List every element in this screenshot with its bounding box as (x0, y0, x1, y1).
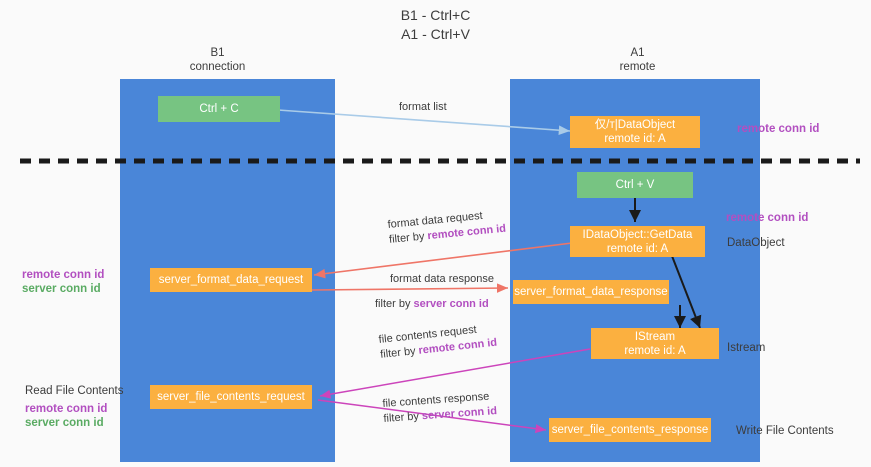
node-server-file-contents-response-label: server_file_contents_response (551, 424, 709, 436)
filter-key-server-conn-id-2: server conn id (421, 405, 498, 423)
annotation-dataobject: DataObject (727, 237, 785, 249)
node-getdata-line1: IDataObject::GetData (582, 228, 693, 241)
arrow-format-data-request (313, 242, 573, 279)
edge-label-format-data-response-filter: filter by server conn id (375, 297, 489, 312)
filter-prefix-1: filter by (388, 230, 429, 246)
annotation-write-file-contents: Write File Contents (736, 425, 834, 437)
node-istream-line2: remote id: A (624, 344, 686, 357)
annotation-remote-conn-id-mid: remote conn id (726, 212, 809, 224)
node-istream-line1: IStream (634, 330, 676, 343)
node-server-format-data-response[interactable]: server_format_data_response (513, 280, 669, 304)
node-idataobject-getdata[interactable]: IDataObject::GetData remote id: A (570, 226, 705, 257)
node-server-file-contents-request[interactable]: server_file_contents_request (150, 385, 312, 409)
node-ctrl-c-label: Ctrl + C (199, 103, 239, 115)
annotation-read-file-contents: Read File Contents (25, 385, 124, 397)
node-istream[interactable]: IStream remote id: A (591, 328, 719, 359)
annotation-left-remote-conn-id-2: remote conn id (25, 403, 108, 415)
node-ctrl-v-label: Ctrl + V (615, 179, 655, 191)
lane-header-b1: B1 connection (189, 47, 246, 73)
arrow-format-list (277, 109, 571, 135)
node-idataobject-top-line2: remote id: A (604, 133, 666, 145)
arrow-file-contents-response (317, 399, 547, 434)
node-server-format-data-request[interactable]: server_format_data_request (150, 268, 312, 292)
arrow-getdata-istream (671, 255, 702, 329)
lane-header-a1: A1 remote (619, 47, 656, 73)
filter-key-server-conn-id-1: server conn id (413, 298, 489, 310)
annotation-remote-conn-id-top: remote conn id (737, 123, 820, 135)
filter-prefix-4: filter by (383, 410, 423, 425)
node-server-file-contents-request-label: server_file_contents_request (157, 391, 305, 403)
node-getdata-line2: remote id: A (606, 242, 669, 255)
node-ctrl-c[interactable]: Ctrl + C (158, 96, 280, 122)
node-server-format-data-response-label: server_format_data_response (514, 286, 668, 298)
node-server-file-contents-response[interactable]: server_file_contents_response (549, 418, 711, 442)
node-idataobject-top-line1: 仅/т|DataObject (594, 119, 676, 131)
annotation-left-server-conn-id-2: server conn id (25, 417, 104, 429)
filter-prefix-2: filter by (375, 298, 414, 310)
annotation-left-server-conn-id: server conn id (22, 283, 101, 295)
arrow-format-data-response (311, 283, 509, 293)
node-idataobject-top[interactable]: 仅/т|DataObject remote id: A (570, 116, 700, 148)
page-title: B1 - Ctrl+C A1 - Ctrl+V (400, 7, 471, 42)
annotation-left-remote-conn-id: remote conn id (22, 269, 105, 281)
edge-label-format-data-response: format data response (390, 273, 494, 285)
edge-label-format-list: format list (399, 101, 447, 113)
arrow-file-contents-request (319, 348, 591, 399)
annotation-istream: Istream (727, 342, 766, 354)
filter-prefix-3: filter by (379, 344, 420, 361)
node-server-format-data-request-label: server_format_data_request (158, 274, 304, 286)
node-ctrl-v[interactable]: Ctrl + V (577, 172, 693, 198)
